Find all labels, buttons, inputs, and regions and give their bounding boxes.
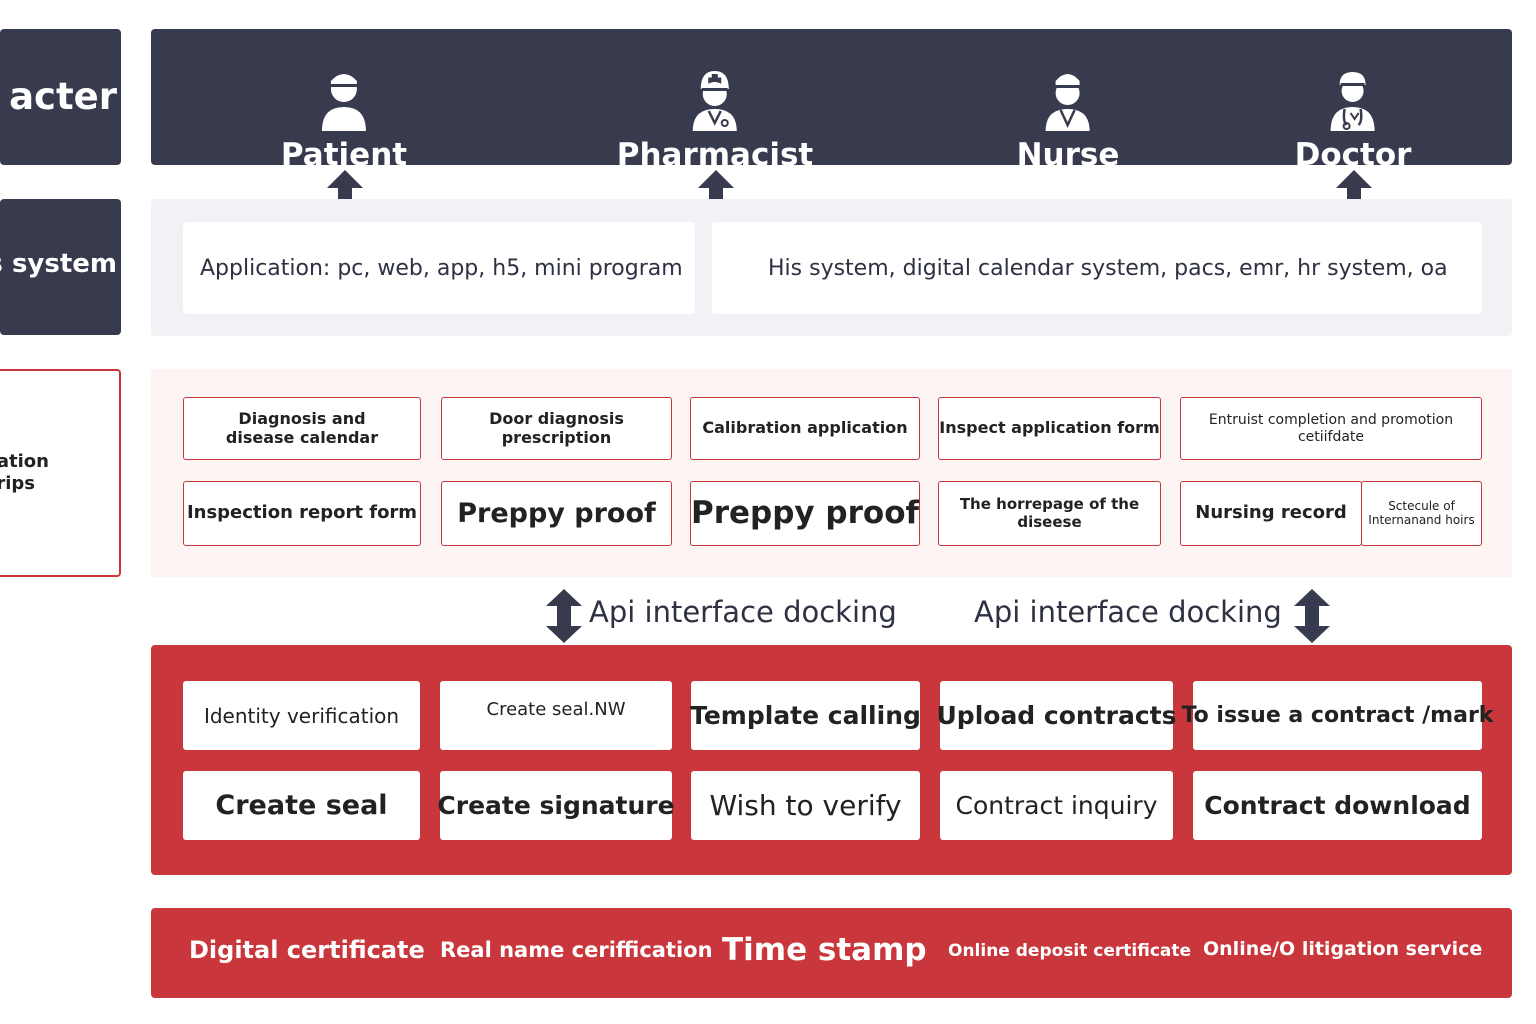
service-card: Create seal <box>183 771 420 840</box>
arrow-updown-icon <box>1294 589 1330 643</box>
service-card: Identity verification <box>183 681 420 750</box>
service-card: Template calling <box>690 681 921 750</box>
service-card: Contract download <box>1193 771 1482 840</box>
application-label-line2: rips <box>0 473 35 494</box>
arrow-up-icon <box>1336 170 1372 211</box>
document-card: Entruist completion and promotion cetiif… <box>1180 397 1482 460</box>
document-card: The horrepage of the diseese <box>938 481 1161 546</box>
hospital-systems-card: His system, digital calendar system, pac… <box>712 222 1482 314</box>
application-card: Application: pc, web, app, h5, mini prog… <box>183 222 695 314</box>
arrow-up-icon <box>327 170 363 211</box>
foundation-item: Digital certificate <box>189 936 425 964</box>
service-card: Wish to verify <box>691 771 920 840</box>
document-card: Inspect application form <box>938 397 1161 460</box>
service-card: Create seal.NW <box>440 681 672 750</box>
character-label-box: acter <box>0 29 121 165</box>
foundation-item: Time stamp <box>722 932 927 968</box>
business-system-label-box: ss system <box>0 199 121 335</box>
api-docking-label-right: Api interface docking <box>974 595 1282 629</box>
foundation-item: Online/O litigation service <box>1203 938 1483 960</box>
service-card: Contract inquiry <box>940 771 1173 840</box>
arrow-up-icon <box>698 170 734 211</box>
role-patient: Patient <box>281 69 407 173</box>
document-card: Preppy proof <box>441 481 672 546</box>
role-name: Nurse <box>1016 137 1120 173</box>
document-card: Diagnosis and disease calendar <box>183 397 421 460</box>
role-pharmacist: Pharmacist <box>616 69 814 173</box>
document-card: Nursing record <box>1180 481 1362 546</box>
application-label-line1: cation <box>0 451 49 472</box>
foundation-item: Real name ceriffication <box>440 938 713 962</box>
document-card: Preppy proof <box>690 481 920 546</box>
arrow-updown-icon <box>546 589 582 643</box>
roles-bar: Patient Pharmacist <box>151 29 1512 173</box>
business-system-label: ss system <box>0 249 117 279</box>
pharmacist-icon <box>689 69 741 133</box>
hospital-systems-text: His system, digital calendar system, pac… <box>768 255 1448 281</box>
document-card: Calibration application <box>690 397 920 460</box>
role-doctor: Doctor <box>1294 69 1412 173</box>
document-card: Inspection report form <box>183 481 421 546</box>
nurse-icon <box>1042 69 1094 133</box>
business-system-panel: Application: pc, web, app, h5, mini prog… <box>151 199 1512 336</box>
role-nurse: Nurse <box>1016 69 1120 173</box>
role-name: Pharmacist <box>616 137 814 173</box>
documents-panel: Diagnosis and disease calendar Door diag… <box>151 369 1512 577</box>
service-card: Upload contracts <box>937 681 1177 750</box>
services-panel: Identity verification Create seal.NW Tem… <box>151 645 1512 875</box>
foundation-bar: Digital certificate Real name cerifficat… <box>151 908 1512 998</box>
document-card: Door diagnosis prescription <box>441 397 672 460</box>
role-name: Doctor <box>1294 137 1412 173</box>
service-card: To issue a contract /mark <box>1182 681 1493 750</box>
document-card: Sctecule of Internanand hoirs <box>1361 481 1482 546</box>
doctor-icon <box>1327 69 1379 133</box>
character-label: acter <box>9 75 117 118</box>
foundation-item: Online deposit certificate <box>948 941 1192 961</box>
application-text: Application: pc, web, app, h5, mini prog… <box>200 255 683 281</box>
api-docking-label-left: Api interface docking <box>589 595 897 629</box>
service-card: Create signature <box>437 771 675 840</box>
patient-icon <box>318 69 370 133</box>
application-label-box: cation rips <box>0 369 121 577</box>
role-name: Patient <box>280 137 408 173</box>
